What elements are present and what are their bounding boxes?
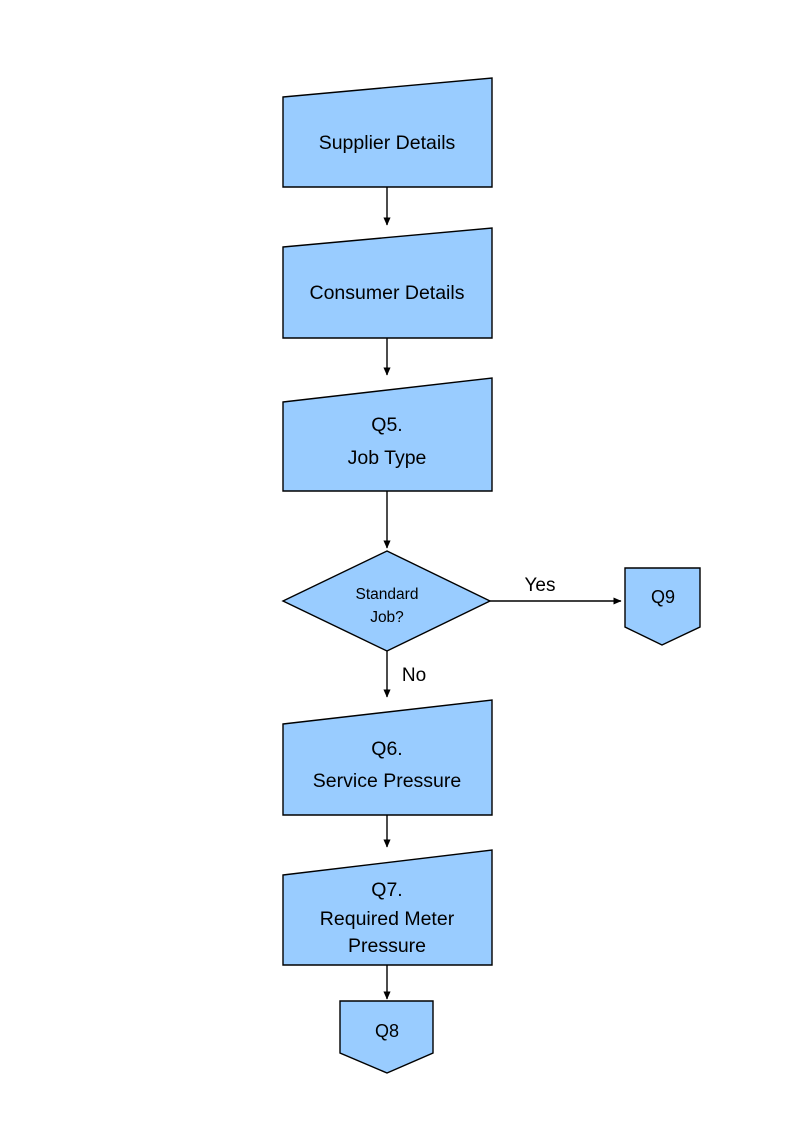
q8-terminator-shape — [339, 1000, 434, 1074]
consumer-details-shape — [282, 227, 493, 339]
node-standard-job-decision[interactable]: Standard Job? — [281, 550, 492, 652]
q9-terminator-shape — [624, 567, 701, 646]
q7-required-meter-pressure-label-line1: Q7. — [371, 879, 402, 901]
connectors-layer — [383, 187, 622, 1000]
node-q6-service-pressure[interactable]: Q6. Service Pressure — [282, 699, 493, 816]
standard-job-decision-shape — [281, 550, 492, 652]
node-q8-terminator[interactable]: Q8 — [339, 1000, 434, 1074]
node-q7-required-meter-pressure[interactable]: Q7. Required Meter Pressure — [282, 849, 493, 966]
q5-job-type-label-line1: Q5. — [371, 414, 402, 436]
q7-required-meter-pressure-label-line2: Required Meter — [320, 908, 455, 930]
q8-terminator-label: Q8 — [375, 1021, 399, 1041]
edge-label-yes: Yes — [525, 575, 556, 596]
q6-service-pressure-label-line1: Q6. — [371, 738, 402, 760]
standard-job-decision-label-line1: Standard — [356, 586, 419, 603]
q5-job-type-shape — [282, 377, 493, 492]
q5-job-type-label-line2: Job Type — [348, 447, 427, 469]
supplier-details-shape — [282, 77, 493, 188]
node-q9-terminator[interactable]: Q9 — [624, 567, 701, 646]
q7-required-meter-pressure-shape — [282, 849, 493, 966]
q7-required-meter-pressure-label-line3: Pressure — [348, 935, 426, 957]
node-supplier-details[interactable]: Supplier Details — [282, 77, 493, 188]
q6-service-pressure-label-line2: Service Pressure — [313, 770, 461, 792]
standard-job-decision-label-line2: Job? — [370, 609, 404, 626]
edge-label-no: No — [402, 665, 426, 686]
node-q5-job-type[interactable]: Q5. Job Type — [282, 377, 493, 492]
q6-service-pressure-shape — [282, 699, 493, 816]
supplier-details-label: Supplier Details — [319, 132, 456, 154]
node-consumer-details[interactable]: Consumer Details — [282, 227, 493, 339]
consumer-details-label: Consumer Details — [310, 282, 465, 304]
q9-terminator-label: Q9 — [651, 587, 675, 607]
